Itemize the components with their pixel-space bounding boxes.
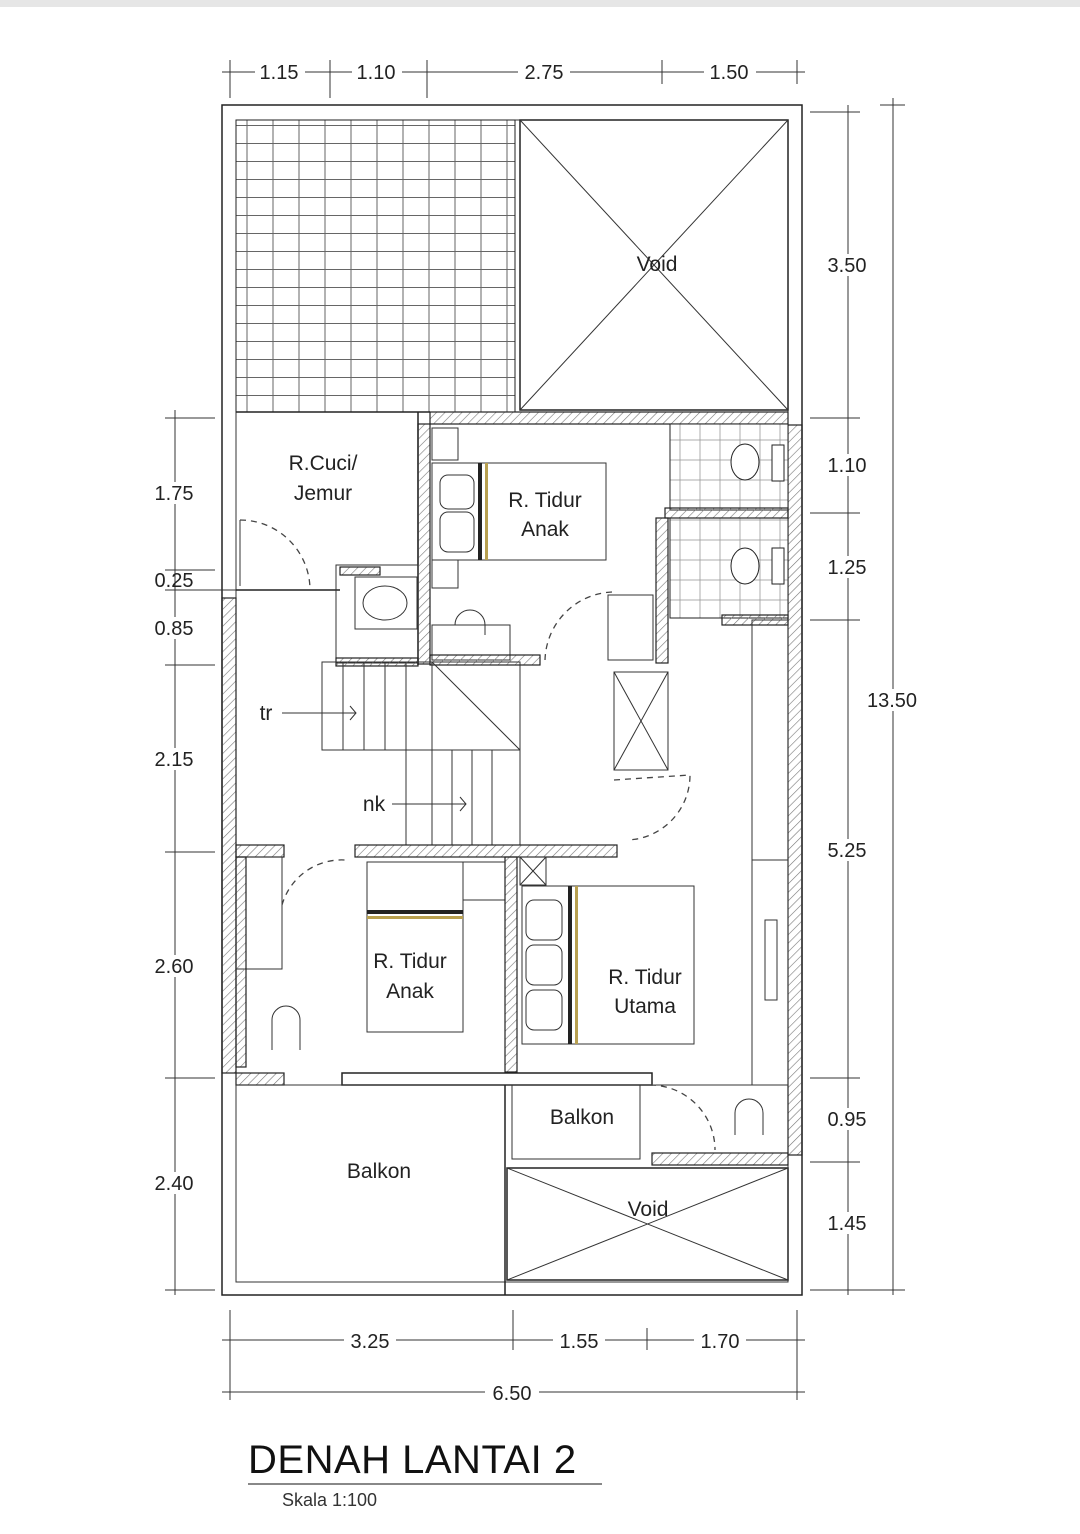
dim-right-5: 0.95 bbox=[828, 1109, 867, 1131]
dim-top-1: 1.15 bbox=[260, 62, 299, 84]
stair-down-label: nk bbox=[363, 793, 386, 816]
roof-tiles bbox=[235, 119, 516, 413]
void-top-label: Void bbox=[637, 253, 678, 276]
balcony-small-label: Balkon bbox=[550, 1106, 614, 1129]
balcony-small: Balkon bbox=[511, 1084, 789, 1166]
drawing-scale: Skala 1:100 bbox=[282, 1490, 378, 1510]
kids-bedroom-top: R. Tidur Anak bbox=[429, 427, 613, 666]
dim-left-1: 1.75 bbox=[155, 483, 194, 505]
wall bbox=[429, 411, 789, 425]
master-bed-label-2: Utama bbox=[614, 995, 676, 1018]
dim-right-2: 1.10 bbox=[828, 455, 867, 477]
staircase: tr nk bbox=[260, 661, 521, 845]
dimensions-top: 1.15 1.10 2.75 1.50 bbox=[222, 60, 805, 98]
void-top: Void bbox=[519, 119, 789, 411]
kids-bed-top-label-1: R. Tidur bbox=[508, 489, 582, 512]
dim-bottom-1: 3.25 bbox=[351, 1331, 390, 1353]
kids-bed-bottom-label-1: R. Tidur bbox=[373, 950, 447, 973]
laundry-label-1: R.Cuci/ bbox=[289, 452, 358, 475]
drawing-title: DENAH LANTAI 2 bbox=[248, 1438, 577, 1482]
wall bbox=[354, 844, 618, 858]
dimensions-left: 1.75 0.25 0.85 2.15 2.60 2.40 bbox=[150, 410, 236, 1295]
stair-up-label: tr bbox=[260, 702, 273, 725]
dim-left-2: 0.25 bbox=[155, 570, 194, 592]
kids-bed-top-label-2: Anak bbox=[521, 518, 569, 541]
dim-left-4: 2.15 bbox=[155, 749, 194, 771]
void-bottom-label: Void bbox=[628, 1198, 669, 1221]
title-underline bbox=[248, 1483, 602, 1485]
dimensions-right: 3.50 1.10 1.25 5.25 0.95 1.45 13.50 bbox=[810, 98, 924, 1295]
dim-top-3: 2.75 bbox=[525, 62, 564, 84]
balcony-large: Balkon bbox=[347, 1085, 506, 1295]
dim-left-6: 2.40 bbox=[155, 1173, 194, 1195]
dim-top-4: 1.50 bbox=[710, 62, 749, 84]
dim-left-3: 0.85 bbox=[155, 618, 194, 640]
dim-bottom-3: 1.70 bbox=[701, 1331, 740, 1353]
dim-left-5: 2.60 bbox=[155, 956, 194, 978]
kids-bed-bottom-label-2: Anak bbox=[386, 980, 434, 1003]
dim-bottom-total: 6.50 bbox=[493, 1383, 532, 1405]
master-bedroom: R. Tidur Utama bbox=[504, 619, 789, 1086]
dim-right-1: 3.50 bbox=[828, 255, 867, 277]
dim-right-4: 5.25 bbox=[828, 840, 867, 862]
laundry-label-2: Jemur bbox=[294, 482, 352, 505]
bathrooms bbox=[607, 423, 789, 841]
dimensions-bottom: 3.25 1.55 1.70 6.50 bbox=[222, 1310, 805, 1405]
top-edge-bar bbox=[0, 0, 1080, 7]
small-toilet bbox=[335, 564, 419, 667]
void-bottom: Void bbox=[506, 1167, 789, 1281]
balcony-large-label: Balkon bbox=[347, 1160, 411, 1183]
master-bed-label-1: R. Tidur bbox=[608, 966, 682, 989]
kids-bedroom-bottom: R. Tidur Anak bbox=[235, 856, 506, 1068]
dim-bottom-2: 1.55 bbox=[560, 1331, 599, 1353]
dim-right-6: 1.45 bbox=[828, 1213, 867, 1235]
dim-top-2: 1.10 bbox=[357, 62, 396, 84]
laundry-room: R.Cuci/ Jemur bbox=[236, 412, 431, 665]
dim-right-3: 1.25 bbox=[828, 557, 867, 579]
dim-right-total: 13.50 bbox=[867, 690, 917, 712]
